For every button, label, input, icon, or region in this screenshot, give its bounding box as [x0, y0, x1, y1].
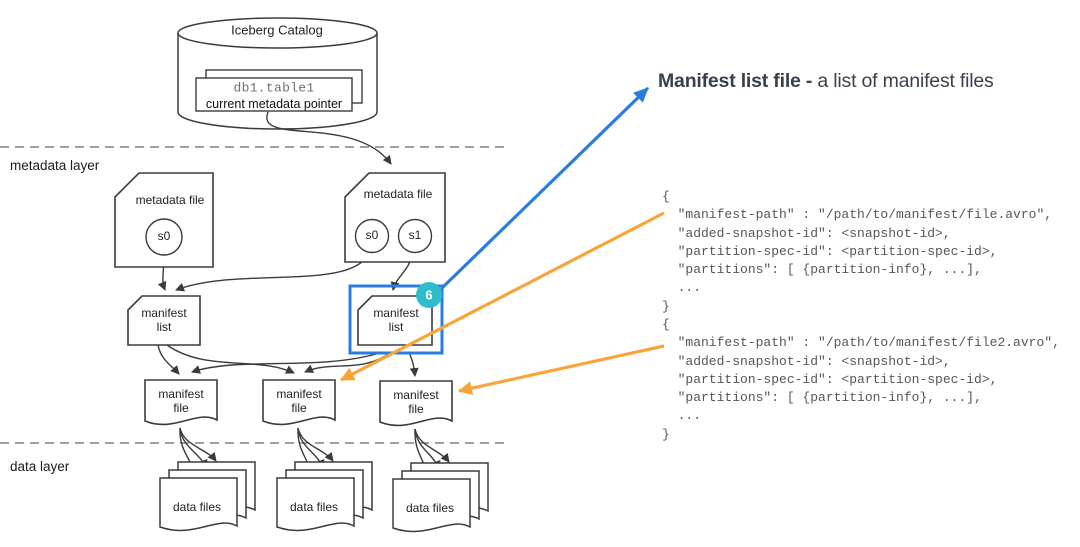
data-files-label-1: data files [172, 500, 222, 515]
data-file-doc [159, 477, 238, 532]
data-files-stack-2 [276, 461, 373, 532]
cylinder-top [177, 17, 378, 49]
data-files-stack-3 [392, 462, 489, 533]
metadata-layer-label: metadata layer [10, 158, 100, 173]
manifest-list-1-label: manifest list [141, 306, 187, 334]
metadata-file-1-label: metadata file [135, 193, 205, 208]
snapshot-s1-circle [397, 218, 433, 254]
pointer-label: current metadata pointer [205, 96, 343, 111]
manifest-file-1-label: manifest file [158, 387, 204, 415]
arrow-s0b-to-manifest-list-1 [175, 251, 371, 292]
code-line: "added-snapshot-id": <snapshot-id>, [662, 353, 951, 369]
code-line: } [662, 426, 670, 442]
annotation-heading-bold: Manifest list file - [658, 70, 813, 92]
code-line: { [662, 189, 670, 204]
code-line: "partition-spec-id": <partition-spec-id>… [662, 371, 998, 387]
code-line: "manifest-path" : "/path/to/manifest/fil… [662, 207, 1053, 223]
code-line: ... [662, 408, 702, 424]
snapshot-s0-circle-1 [145, 218, 183, 256]
manifest-file-3-label: manifest file [393, 388, 439, 416]
snapshot-s0-label-1: s0 [157, 229, 171, 244]
arrow-mf1-to-data-a [179, 427, 217, 462]
metadata-pointer-box [195, 77, 353, 112]
code-line: "added-snapshot-id": <snapshot-id>, [662, 225, 951, 241]
snapshot-s1-label: s1 [408, 228, 422, 243]
manifest-file-1-shape [144, 379, 218, 426]
arrow-list1-to-manifest-file-1 [157, 344, 180, 375]
pointer-table-name: db1.table1 [233, 80, 315, 96]
data-files-label-3: data files [405, 501, 455, 516]
code-line: } [662, 298, 670, 314]
arrow-list2-to-manifest-file-1 [191, 351, 384, 374]
step-badge-circle [416, 282, 442, 308]
arrow-list1-to-manifest-file-2 [166, 344, 295, 374]
snapshot-s0-circle-2 [354, 218, 390, 254]
orange-arrow-to-manifest-file-3 [458, 344, 665, 396]
data-files-stack-1 [159, 461, 256, 532]
data-file-doc [276, 477, 355, 532]
code-line: { [662, 317, 670, 332]
snapshot-s0-label-2: s0 [365, 228, 379, 243]
manifest-list-1-shape [127, 295, 201, 346]
metadata-file-2-label: metadata file [363, 187, 433, 202]
catalog-title: Iceberg Catalog [231, 22, 323, 38]
annotation-heading-regular: a list of manifest files [812, 70, 994, 92]
code-line: "partitions": [ {partition-info}, ...], [662, 390, 982, 406]
data-layer-label: data layer [10, 459, 70, 474]
orange-arrow-to-manifest-file-2 [340, 211, 665, 382]
manifest-list-json-block-1: { "manifest-path" : "/path/to/manifest/f… [662, 188, 1052, 316]
manifest-list-json-block-2: { "manifest-path" : "/path/to/manifest/f… [662, 316, 1060, 444]
manifest-file-2-shape [262, 379, 336, 426]
arrow-mf3-to-data-a [414, 428, 450, 463]
blue-annotation-arrow [440, 86, 650, 290]
data-files-label-2: data files [289, 500, 339, 515]
arrow-pointer-to-metadata-file-2 [266, 111, 392, 165]
annotation-heading: Manifest list file - a list of manifest … [658, 70, 994, 93]
step-badge-number: 6 [425, 287, 433, 303]
manifest-file-3-shape [379, 380, 453, 427]
code-line: ... [662, 280, 702, 296]
data-file-doc [392, 478, 471, 533]
manifest-file-2-label: manifest file [276, 387, 322, 415]
code-line: "partitions": [ {partition-info}, ...], [662, 262, 982, 278]
code-line: "partition-spec-id": <partition-spec-id>… [662, 243, 998, 259]
manifest-list-2-label: manifest list [373, 306, 419, 334]
arrow-list2-to-manifest-file-3 [408, 351, 419, 377]
arrow-mf2-to-data-a [297, 427, 334, 462]
code-line: "manifest-path" : "/path/to/manifest/fil… [662, 335, 1060, 351]
